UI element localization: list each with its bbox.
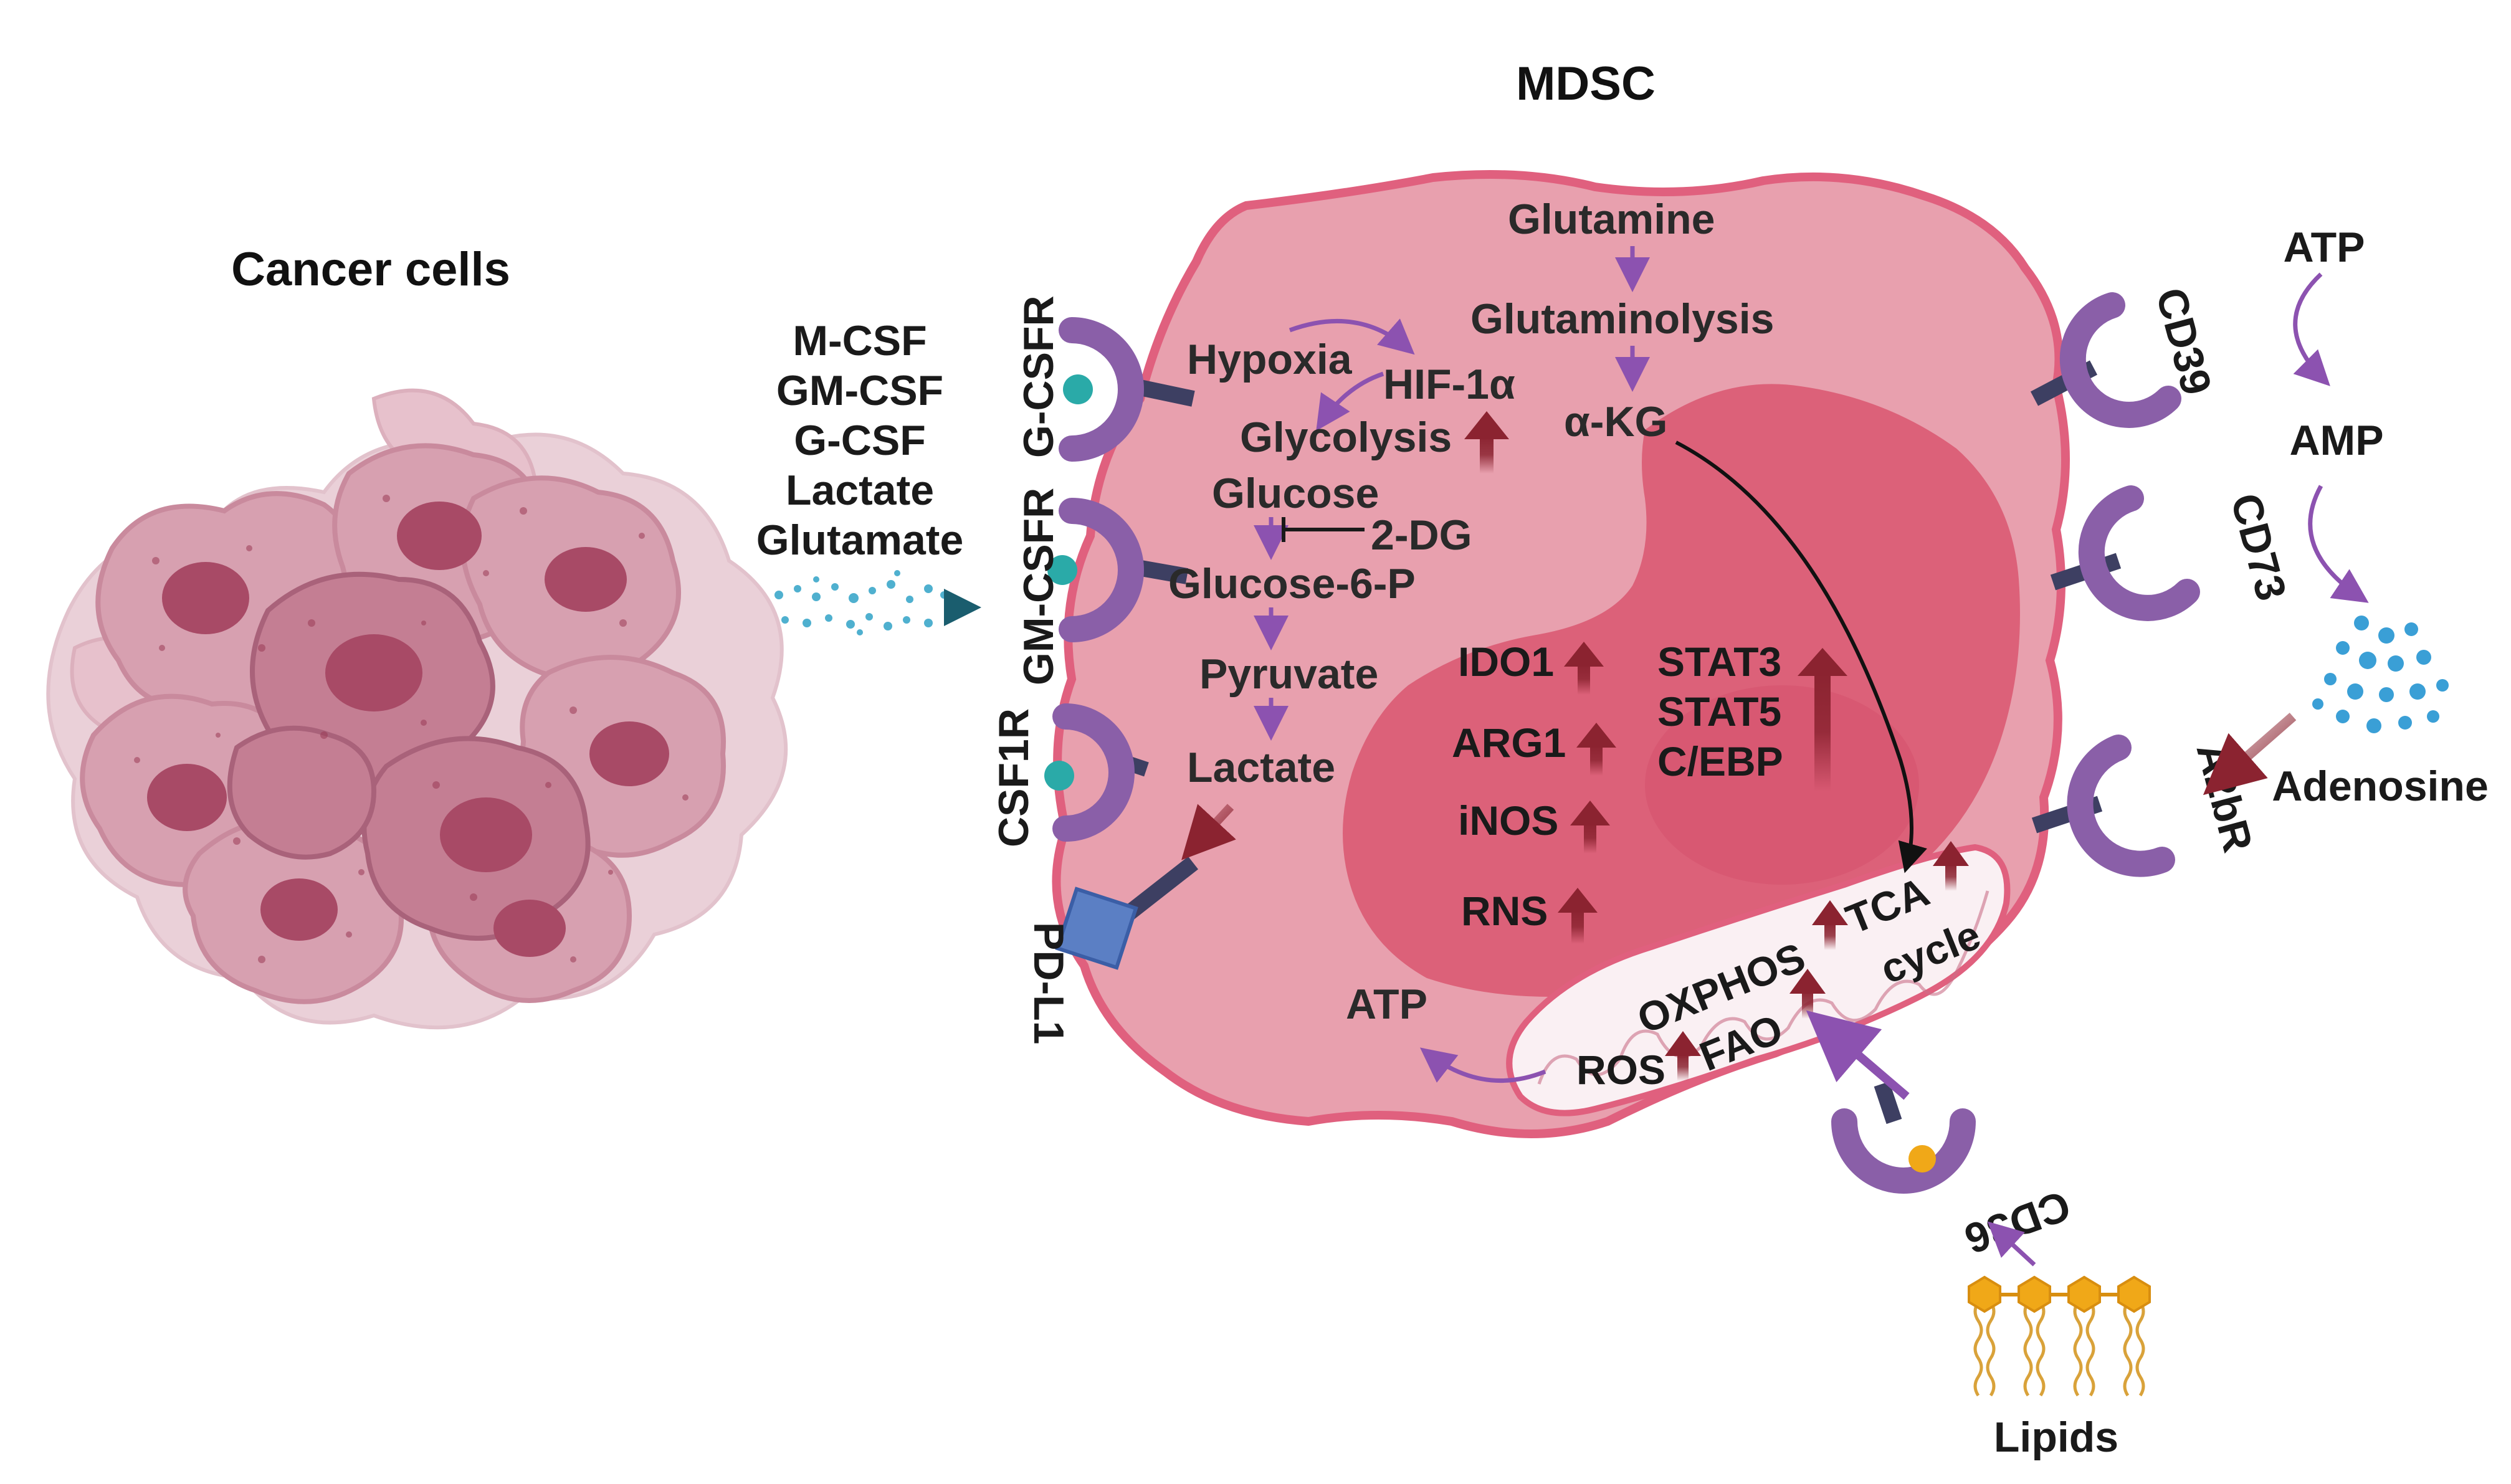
lipids-label: Lipids	[1994, 1414, 2118, 1461]
adenosine-to-a2br-arrow	[2203, 712, 2297, 796]
glucose-label: Glucose	[1212, 470, 1379, 517]
hypoxia-label: Hypoxia	[1187, 336, 1353, 383]
glucose6p-label: Glucose-6-P	[1168, 560, 1416, 607]
g-csf-ligand	[1063, 374, 1093, 404]
two-dg-inhibition	[1282, 517, 1365, 542]
lactate-label: Lactate	[1187, 744, 1335, 791]
csf1r-label: CSF1R	[990, 708, 1037, 847]
cd36-receptor	[1831, 1081, 1976, 1194]
akg-to-tca-arrow	[1675, 440, 1927, 873]
amp-to-adenosine-arrow	[2308, 485, 2369, 603]
oxphos-up-arrow	[1812, 900, 1848, 950]
cebp-label: C/EBP	[1657, 738, 1783, 784]
atp-external-label: ATP	[2284, 224, 2365, 271]
secreted-g-csf: G-CSF	[794, 417, 926, 464]
glycolysis-up-arrow	[1464, 411, 1509, 473]
mitochondrion	[1506, 844, 2011, 1116]
secreted-glutamate: Glutamate	[756, 516, 964, 564]
hif1a-label: HIF-1α	[1383, 361, 1515, 408]
inos-label: iNOS	[1458, 797, 1558, 844]
diagram-title: MDSC	[1516, 57, 1656, 110]
inos-up-arrow	[1570, 801, 1610, 854]
m-csf-ligand	[1044, 761, 1074, 791]
cd39-label: CD39	[2147, 283, 2221, 400]
ido1-up-arrow	[1564, 642, 1604, 695]
cancer-cell-cluster	[46, 388, 788, 1030]
stat5-label: STAT5	[1657, 688, 1781, 735]
pd-l1-receptor	[1055, 856, 1199, 970]
pd-l1-label: PD-L1	[1025, 922, 1072, 1044]
cd39-receptor	[2030, 292, 2181, 428]
arg1-label: ARG1	[1452, 720, 1566, 766]
atp-to-amp-arrow	[2293, 272, 2330, 386]
atp-inside-label: ATP	[1346, 981, 1427, 1028]
adenosine-label: Adenosine	[2272, 763, 2489, 810]
stat3-label: STAT3	[1657, 639, 1781, 685]
gm-csfr-label: GM-CSFR	[1015, 488, 1062, 685]
lipid-molecules	[1968, 1275, 2151, 1397]
adenosine-pathway: ATP AMP Adenosine	[2203, 224, 2489, 810]
cd36-to-fao-arrow	[1806, 1010, 1910, 1100]
adenosine-molecules	[2312, 616, 2449, 733]
akg-label: α-KG	[1564, 398, 1667, 445]
glutamine-label: Glutamine	[1508, 196, 1715, 243]
secreted-lactate: Lactate	[786, 467, 934, 514]
ido1-label: IDO1	[1458, 639, 1554, 685]
g-csfr-receptor	[1059, 317, 1195, 462]
ros-to-atp-arrow	[1419, 1047, 1546, 1083]
amp-label: AMP	[2289, 417, 2383, 464]
glycolysis-label: Glycolysis	[1240, 414, 1452, 461]
ros-up-arrow	[1665, 1031, 1701, 1081]
hypoxia-to-hif-arrow	[1289, 318, 1415, 355]
lipid-ligand	[1908, 1145, 1936, 1172]
rns-up-arrow	[1558, 888, 1598, 944]
cancer-cells-label: Cancer cells	[231, 243, 510, 296]
gm-csfr-receptor	[1047, 498, 1189, 642]
lactate-export-arrow	[1181, 804, 1236, 860]
lipids-to-cd36-arrow	[1987, 1221, 2036, 1267]
nucleus-factors: IDO1 ARG1 iNOS RNS STAT3 STAT5 C/EBP	[1452, 639, 1847, 944]
ros-label: ROS	[1576, 1047, 1665, 1093]
cd73-label: CD73	[2222, 488, 2295, 606]
two-dg-label: 2-DG	[1371, 511, 1472, 559]
a2br-receptor	[2031, 735, 2175, 877]
g-csfr-label: G-CSFR	[1015, 295, 1062, 458]
secreted-m-csf: M-CSF	[793, 317, 927, 364]
pyruvate-label: Pyruvate	[1199, 650, 1378, 698]
cd73-receptor	[2050, 485, 2200, 621]
secreted-factors: M-CSF GM-CSF G-CSF Lactate Glutamate	[756, 317, 964, 564]
lipids-group: Lipids	[1968, 1221, 2151, 1461]
tca-up-arrow	[1933, 841, 1969, 891]
csf1r-receptor	[1044, 703, 1149, 842]
secreted-gm-csf: GM-CSF	[776, 367, 943, 414]
arg1-up-arrow	[1576, 723, 1616, 776]
secretion-arrow	[773, 570, 981, 635]
gm-csf-ligand	[1047, 555, 1077, 585]
cytoplasm-pathways: Hypoxia HIF-1α Glycolysis Glucose 2-DG G…	[1168, 196, 1927, 1083]
glutaminolysis-label: Glutaminolysis	[1470, 295, 1774, 343]
rns-label: RNS	[1461, 888, 1548, 934]
hif-to-glycolysis-arrow	[1316, 371, 1384, 431]
stat-up-arrow	[1798, 648, 1847, 791]
